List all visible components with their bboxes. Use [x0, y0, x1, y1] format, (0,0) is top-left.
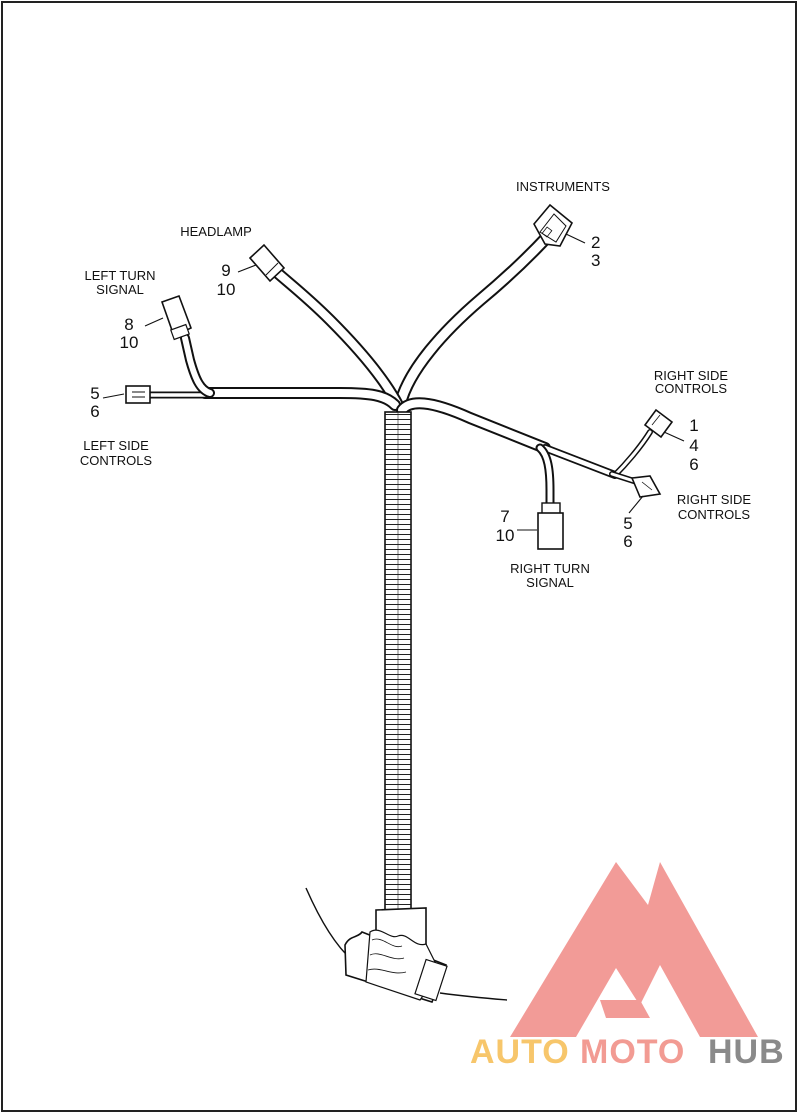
left-turn-label-line2: SIGNAL [96, 282, 144, 297]
right-side-controls-upper-label-line2: CONTROLS [655, 381, 728, 396]
callout-headlamp-10: 10 [217, 280, 236, 299]
watermark-auto: AUTO [470, 1033, 570, 1071]
callout-headlamp-9: 9 [221, 261, 230, 280]
watermark-hub: HUB [708, 1033, 785, 1071]
headlamp-label: HEADLAMP [180, 224, 252, 239]
right-side-controls-lower-connector [630, 475, 662, 498]
callout-right-turn-7: 7 [500, 507, 509, 526]
right-side-controls-lower-label-line2: CONTROLS [678, 507, 751, 522]
left-side-controls-connector [125, 385, 151, 404]
callout-left-turn-10: 10 [120, 333, 139, 352]
right-side-controls-lower-label-line1: RIGHT SIDE [677, 492, 751, 507]
harness-trunk [384, 411, 412, 913]
callout-right-turn-10: 10 [496, 526, 515, 545]
headlamp-connector [248, 243, 286, 283]
leader-lines [102, 233, 685, 531]
callout-right-side-upper-4: 4 [689, 436, 698, 455]
watermark-text: AUTO MOTO HUB [470, 1033, 785, 1071]
callout-left-turn-8: 8 [124, 315, 133, 334]
watermark-logo [510, 862, 758, 1037]
callout-instruments-2: 2 [591, 233, 600, 252]
callout-right-side-upper-1: 1 [689, 416, 698, 435]
right-turn-label-line1: RIGHT TURN [510, 561, 590, 576]
left-side-controls-label-line2: CONTROLS [80, 453, 153, 468]
bottom-connector-assembly [305, 887, 508, 1003]
callout-right-side-lower-6: 6 [623, 532, 632, 551]
watermark-moto: MOTO [580, 1033, 685, 1071]
instruments-label: INSTRUMENTS [516, 179, 610, 194]
callout-right-side-lower-5: 5 [623, 514, 632, 533]
callout-left-side-6: 6 [90, 402, 99, 421]
right-turn-label-line2: SIGNAL [526, 575, 574, 590]
left-side-controls-label-line1: LEFT SIDE [83, 438, 149, 453]
left-turn-connector [160, 294, 193, 341]
right-side-controls-upper-label-line1: RIGHT SIDE [654, 368, 728, 383]
callout-left-side-5: 5 [90, 384, 99, 403]
callout-instruments-3: 3 [591, 251, 600, 270]
harness-cables [146, 229, 653, 510]
left-turn-label-line1: LEFT TURN [84, 268, 155, 283]
callout-right-side-upper-6: 6 [689, 455, 698, 474]
right-side-controls-upper-connector [643, 408, 674, 439]
right-turn-connector [537, 502, 564, 550]
